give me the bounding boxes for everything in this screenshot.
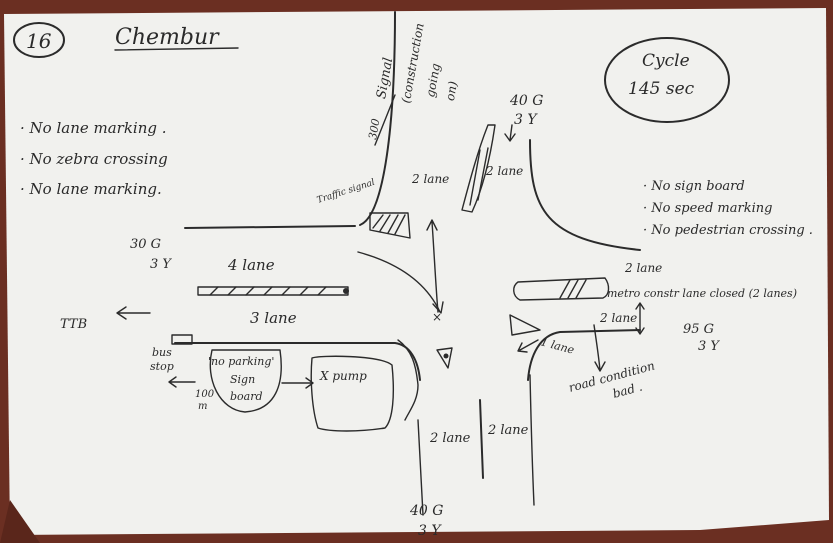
lane-west-top: 4 lane	[227, 256, 275, 274]
bus-distance-1: 100	[195, 389, 215, 400]
timing-west-y: 3 Y	[150, 257, 172, 272]
note-right-3: · No pedestrian crossing .	[643, 223, 813, 238]
lane-east-mid: 2 lane	[599, 311, 637, 325]
note-left-3: · No lane marking.	[20, 180, 162, 198]
paper-sheet	[4, 8, 829, 535]
lane-south-left: 2 lane	[429, 431, 471, 446]
note-right-2: · No speed marking	[643, 201, 772, 216]
timing-west-g: 30 G	[130, 237, 161, 252]
bus-stop-label-1: bus	[152, 346, 172, 359]
lane-north-left: 2 lane	[411, 172, 449, 186]
island-south-dot	[444, 354, 449, 359]
bus-distance-2: m	[198, 401, 207, 412]
timing-south-g: 40 G	[409, 503, 443, 519]
no-parking-3: board	[230, 390, 263, 403]
no-parking-2: Sign	[230, 373, 255, 386]
note-right-1: · No sign board	[643, 179, 745, 194]
lane-west-bottom: 3 lane	[250, 309, 297, 327]
cycle-label: Cycle	[642, 51, 690, 71]
bus-stop-label-2: stop	[150, 360, 174, 373]
sketch-number: 16	[26, 29, 52, 53]
timing-east-g: 95 G	[683, 322, 714, 337]
lane-south-right: 2 lane	[487, 423, 529, 438]
cross-mark: ×	[432, 310, 442, 324]
pump-label: X pump	[319, 369, 367, 383]
cycle-value: 145 sec	[628, 79, 695, 99]
timing-south-y: 3 Y	[418, 523, 442, 539]
timing-east-y: 3 Y	[698, 339, 720, 354]
median-west-end	[343, 288, 349, 294]
lane-north-right: 2 lane	[485, 164, 523, 178]
metro-note: metro constr lane closed (2 lanes)	[607, 287, 797, 300]
no-parking-1: 'no parking'	[208, 355, 274, 368]
lane-east-top: 2 lane	[624, 261, 662, 275]
sketch-title: Chembur	[115, 25, 220, 50]
timing-north-g: 40 G	[509, 93, 543, 109]
note-left-1: · No lane marking .	[20, 119, 167, 137]
note-left-2: · No zebra crossing	[20, 150, 168, 168]
destination-west: TTB	[60, 317, 87, 332]
timing-north-y: 3 Y	[514, 112, 538, 128]
